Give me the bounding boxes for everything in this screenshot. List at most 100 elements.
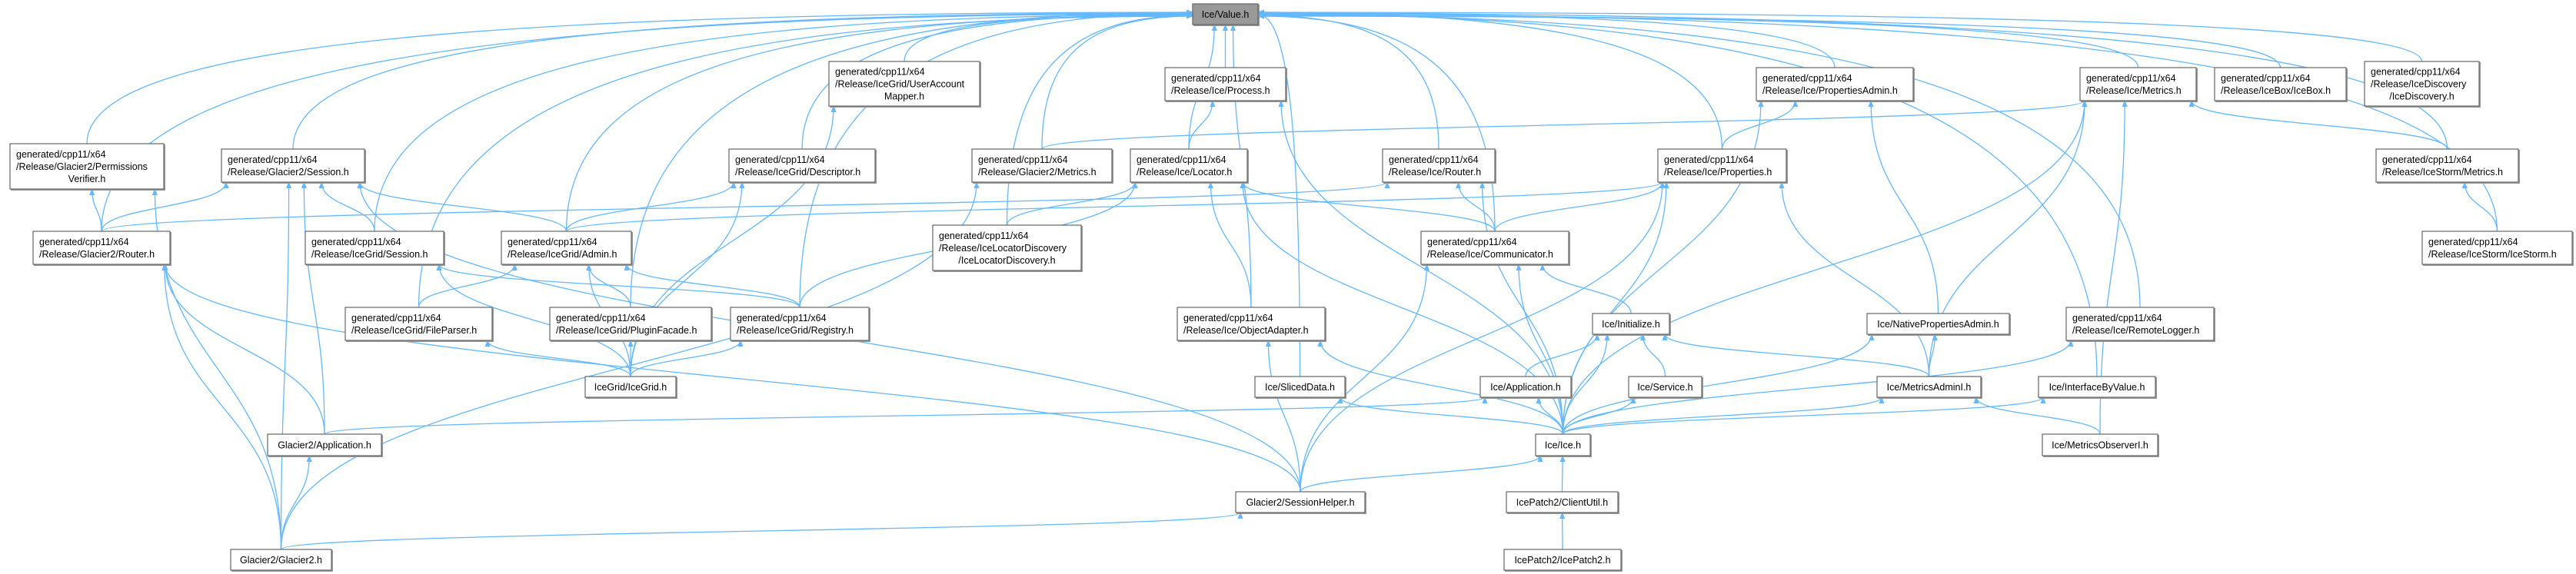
node-comm[interactable]: generated/cpp11/x64/Release/Ice/Communic…: [1420, 231, 1570, 266]
edge-iceh-to-metricsadmini: [1562, 396, 1885, 435]
node-label: /Release/IceGrid/Registry.h: [737, 325, 854, 336]
node-shadow: [586, 377, 677, 399]
node-box: [1164, 67, 1286, 101]
node-metricsobs[interactable]: Ice/MetricsObserverI.h: [2042, 433, 2159, 457]
node-icedisc[interactable]: generated/cpp11/x64/Release/IceDiscovery…: [2364, 61, 2481, 108]
edge-fileparser-to-igadmin: [418, 264, 518, 308]
node-shadow: [346, 308, 494, 342]
node-label: generated/cpp11/x64: [508, 237, 597, 247]
node-props[interactable]: generated/cpp11/x64/Release/Ice/Properti…: [1657, 148, 1788, 184]
node-box: [2065, 307, 2215, 341]
node-label: /IceLocatorDiscovery.h: [958, 255, 1055, 266]
edge-metricsadmini-to-nativeprops: [1928, 333, 1938, 377]
node-objadapter[interactable]: generated/cpp11/x64/Release/Ice/ObjectAd…: [1177, 307, 1326, 342]
node-box: [2079, 67, 2197, 101]
node-shadow: [2215, 68, 2348, 102]
edge-service-to-initialize: [1639, 333, 1666, 377]
node-shadow: [1868, 314, 2011, 336]
node-ild[interactable]: generated/cpp11/x64/Release/IceLocatorDi…: [932, 224, 1083, 272]
node-icepatch2[interactable]: IcePatch2/IcePatch2.h: [1503, 549, 1622, 572]
node-box: [2042, 433, 2158, 456]
edge-iceh-to-process: [1278, 100, 1564, 435]
node-ifbyvalue[interactable]: Ice/InterfaceByValue.h: [2038, 376, 2157, 399]
node-shadow: [2039, 377, 2157, 399]
node-label: generated/cpp11/x64: [2428, 237, 2518, 247]
edge-sesshelper-to-g2router: [162, 264, 1301, 493]
node-igsess[interactable]: generated/cpp11/x64/Release/IceGrid/Sess…: [305, 231, 445, 266]
edge-g2app-to-iceapp: [324, 396, 1488, 435]
node-shadow: [1507, 493, 1619, 514]
node-shadow: [1505, 550, 1622, 572]
node-remotelogger[interactable]: generated/cpp11/x64/Release/Ice/RemoteLo…: [2065, 307, 2215, 342]
node-propadmin[interactable]: generated/cpp11/x64/Release/Ice/Properti…: [1756, 67, 1915, 102]
edge-g2metrics-to-V: [1041, 13, 1193, 150]
node-label: /Release/IceGrid/Descriptor.h: [735, 167, 860, 178]
node-iceh[interactable]: Ice/Ice.h: [1535, 433, 1592, 457]
node-registry[interactable]: generated/cpp11/x64/Release/IceGrid/Regi…: [730, 307, 870, 342]
node-label: generated/cpp11/x64: [2371, 67, 2461, 78]
node-glacier2[interactable]: Glacier2/Glacier2.h: [230, 549, 333, 572]
node-label: /Release/Ice/PropertiesAdmin.h: [1762, 85, 1898, 96]
node-box: [1756, 67, 1914, 101]
node-label: IceGrid/IceGrid.h: [594, 382, 667, 393]
edge-metrics-to-V: [1257, 12, 2139, 68]
node-label: generated/cpp11/x64: [1427, 237, 1517, 247]
node-shadow: [1193, 5, 1260, 26]
node-locator[interactable]: generated/cpp11/x64/Release/Ice/Locator.…: [1130, 148, 1249, 184]
node-igadmin[interactable]: generated/cpp11/x64/Release/IceGrid/Admi…: [501, 231, 633, 266]
node-shadow: [1878, 377, 1982, 399]
node-g2router[interactable]: generated/cpp11/x64/Release/Glacier2/Rou…: [32, 231, 171, 266]
node-process[interactable]: generated/cpp11/x64/Release/Ice/Process.…: [1164, 67, 1287, 102]
node-label: generated/cpp11/x64: [2221, 73, 2311, 84]
node-shadow: [502, 232, 633, 266]
node-g2sess[interactable]: generated/cpp11/x64/Release/Glacier2/Ses…: [221, 148, 366, 184]
node-g2metrics[interactable]: generated/cpp11/x64/Release/Glacier2/Met…: [971, 148, 1113, 184]
node-label: Ice/SlicedData.h: [1265, 382, 1335, 393]
node-box: [1866, 313, 2010, 335]
node-iceapp[interactable]: Ice/Application.h: [1479, 376, 1573, 399]
node-box: [971, 148, 1113, 183]
node-igdesc[interactable]: generated/cpp11/x64/Release/IceGrid/Desc…: [728, 148, 877, 184]
node-sliced[interactable]: Ice/SlicedData.h: [1254, 376, 1346, 399]
node-initialize[interactable]: Ice/Initialize.h: [1592, 313, 1671, 336]
edge-g2app-to-g2router: [162, 264, 325, 435]
node-V[interactable]: Ice/Value.h: [1192, 3, 1260, 26]
node-fileparser[interactable]: generated/cpp11/x64/Release/IceGrid/File…: [344, 307, 494, 342]
node-icebox[interactable]: generated/cpp11/x64/Release/IceBox/IceBo…: [2214, 67, 2348, 102]
node-metricsadmini[interactable]: Ice/MetricsAdminI.h: [1876, 376, 1982, 399]
edge-icegrid-to-registry: [630, 340, 744, 377]
node-clientutil[interactable]: IcePatch2/ClientUtil.h: [1506, 491, 1619, 514]
edge-g2router-to-g2sess: [101, 181, 229, 232]
node-sesshelper[interactable]: Glacier2/SessionHelper.h: [1235, 491, 1366, 514]
edge-uam-to-V: [904, 12, 1193, 62]
node-box: [1130, 148, 1248, 183]
edge-igsess-to-V: [374, 12, 1193, 232]
node-shadow: [1481, 377, 1573, 399]
node-permv[interactable]: generated/cpp11/x64/Release/Glacier2/Per…: [9, 143, 165, 191]
node-service[interactable]: Ice/Service.h: [1628, 376, 1703, 399]
node-label: /Release/IceBox/IceBox.h: [2221, 85, 2331, 96]
node-icegrid[interactable]: IceGrid/IceGrid.h: [584, 376, 677, 399]
node-box: [221, 148, 365, 183]
node-icestorm[interactable]: generated/cpp11/x64/Release/IceStorm/Ice…: [2421, 231, 2574, 266]
node-nativeprops[interactable]: Ice/NativePropertiesAdmin.h: [1866, 313, 2011, 336]
edge-fileparser-to-V: [418, 13, 1193, 308]
edge-igadmin-to-igdesc: [565, 181, 737, 232]
node-label: Ice/InterfaceByValue.h: [2049, 382, 2145, 393]
edge-comm-to-router: [1455, 181, 1496, 232]
node-g2app[interactable]: Glacier2/Application.h: [267, 433, 383, 457]
node-uam[interactable]: generated/cpp11/x64/Release/IceGrid/User…: [828, 61, 981, 108]
node-box: [730, 307, 870, 341]
node-router[interactable]: generated/cpp11/x64/Release/Ice/Router.h: [1382, 148, 1496, 184]
edge-g2sess-to-V: [292, 10, 1193, 150]
node-ismetrics[interactable]: generated/cpp11/x64/Release/IceStorm/Met…: [2375, 148, 2520, 184]
node-plugin[interactable]: generated/cpp11/x64/Release/IceGrid/Plug…: [549, 307, 713, 342]
edge-ismetrics-to-metrics: [2188, 100, 2448, 150]
node-box: [1506, 491, 1619, 513]
edge-nativeprops-to-propadmin: [1868, 100, 1939, 314]
node-label: /Release/Glacier2/Metrics.h: [978, 167, 1097, 178]
node-label: /Release/IceGrid/UserAccount: [835, 79, 965, 90]
node-metrics[interactable]: generated/cpp11/x64/Release/Ice/Metrics.…: [2079, 67, 2198, 102]
edge-sesshelper-to-objadapter: [1265, 340, 1301, 493]
